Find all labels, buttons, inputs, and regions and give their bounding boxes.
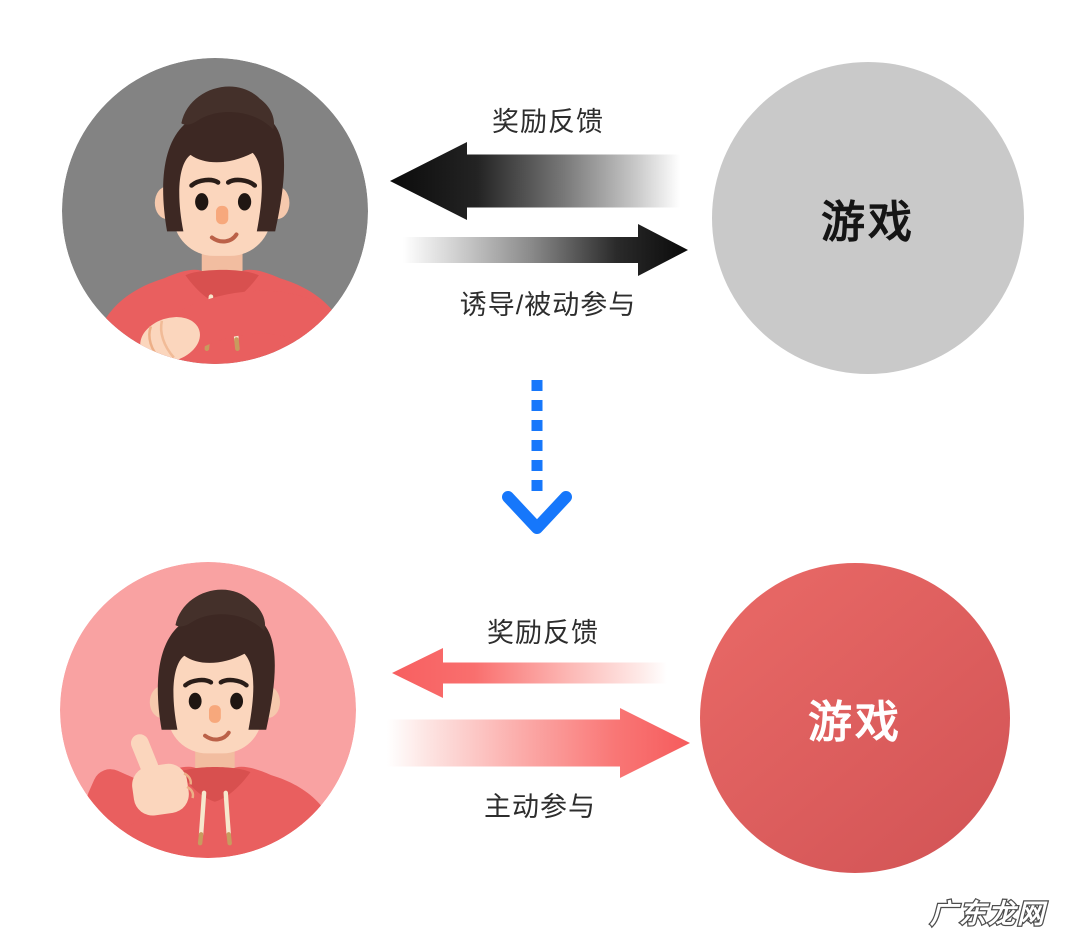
game-circle-after: 游戏: [700, 563, 1010, 873]
active-participation-label: 主动参与: [484, 792, 596, 822]
game-circle-after-label: 游戏: [808, 698, 902, 747]
watermark: 广东龙网: [929, 898, 1048, 931]
reward-feedback-arrow-after-icon: [392, 648, 667, 698]
player-circle-before: [62, 58, 368, 364]
avatar-arms-crossed-icon: [62, 58, 368, 364]
game-circle-before-label: 游戏: [821, 198, 915, 247]
reward-feedback-label-before: 奖励反馈: [492, 107, 604, 137]
reward-feedback-label-after: 奖励反馈: [487, 618, 599, 648]
transition-dashed-down-arrow-icon: [502, 380, 572, 534]
avatar-thumbs-up-icon: [60, 562, 356, 858]
active-participation-arrow-icon: [387, 708, 690, 778]
passive-participation-arrow-icon: [403, 224, 688, 276]
passive-participation-label: 诱导/被动参与: [459, 290, 637, 320]
watermark-text: 广东龙网: [930, 899, 1048, 929]
reward-feedback-arrow-before-icon: [390, 142, 680, 220]
game-circle-before: 游戏: [712, 62, 1024, 374]
player-circle-after: [60, 562, 356, 858]
